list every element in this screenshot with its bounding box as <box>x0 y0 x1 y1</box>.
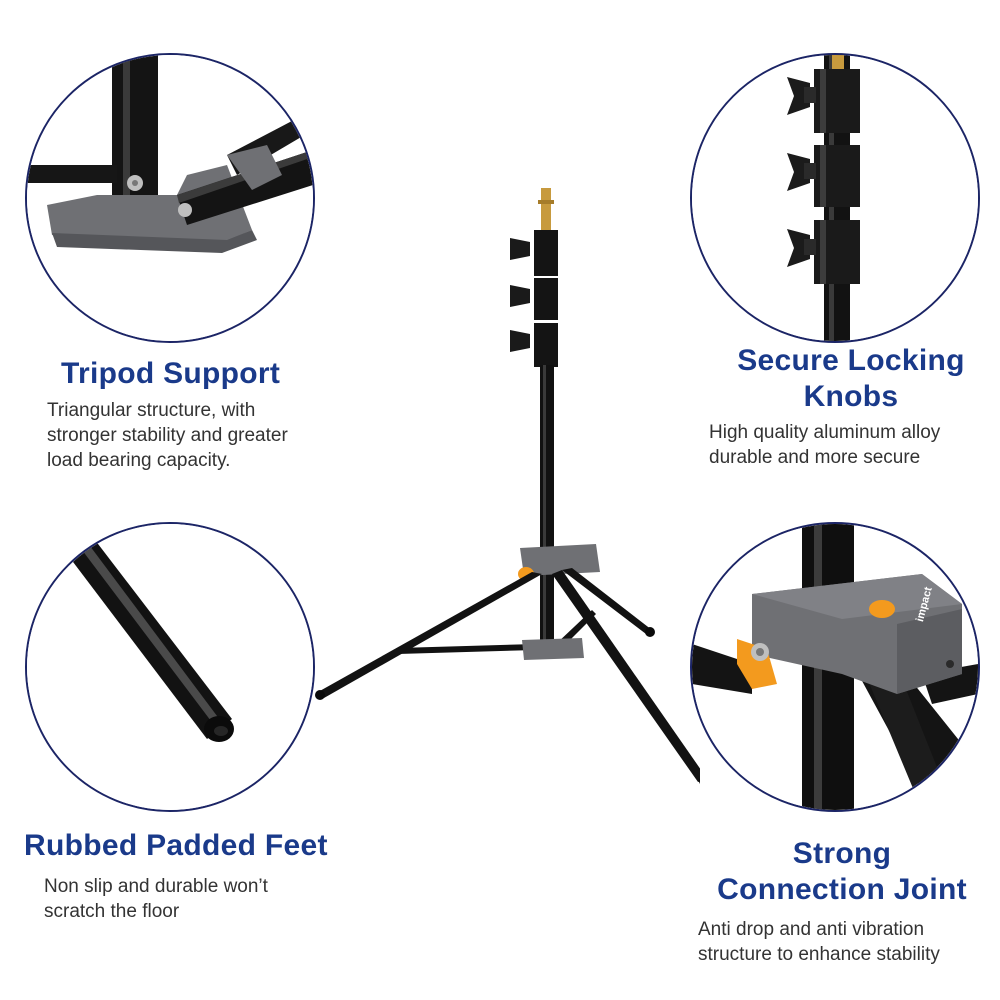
tripod-support-description: Triangular structure, with stronger stab… <box>47 400 288 471</box>
connection-joint-photo: impact <box>690 522 980 812</box>
locking-knobs-title: Secure Locking Knobs <box>737 344 965 413</box>
padded-feet-description: Non slip and durable won’t scratch the f… <box>44 876 268 922</box>
connection-joint-title: Strong Connection Joint <box>717 837 967 906</box>
connection-joint-description: Anti drop and anti vibration structure t… <box>698 919 940 965</box>
padded-feet-photo <box>25 522 315 812</box>
tripod-support-title: Tripod Support <box>61 357 281 390</box>
locking-knobs-description: High quality aluminum alloy durable and … <box>709 422 941 468</box>
locking-knobs-photo <box>690 53 980 343</box>
light-stand-photo <box>315 188 700 784</box>
tripod-support-photo <box>25 53 315 343</box>
padded-feet-title: Rubbed Padded Feet <box>24 829 328 862</box>
